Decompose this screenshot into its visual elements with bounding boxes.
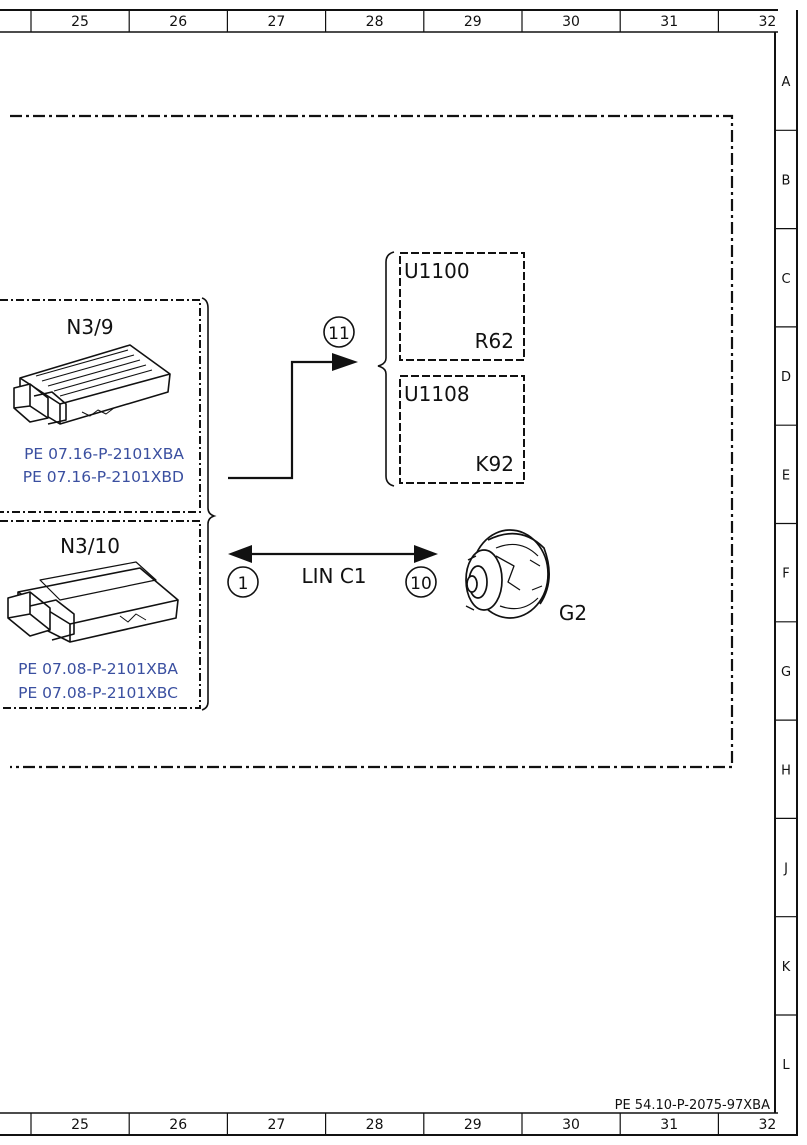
n3-10-label: N3/10 [60,534,120,558]
u1108-label: U1108 [404,382,470,406]
u1100-sub-label: R62 [475,329,514,353]
column-label-top: 26 [169,14,187,30]
column-label-top: 31 [660,14,678,30]
row-label: G [781,665,791,680]
u1100-label: U1100 [404,259,470,283]
connection-11[interactable]: 11 [228,316,358,480]
n3-10-boundary [0,520,201,709]
row-label: C [781,272,790,287]
column-label-top: 29 [464,14,482,30]
connection-11-line [228,360,340,480]
system-boundary [10,114,734,769]
column-label-top: 25 [71,14,89,30]
row-label: L [782,1058,790,1073]
column-label-top: 30 [562,14,580,30]
row-label: A [782,75,791,90]
column-label-bottom: 27 [267,1117,285,1133]
lin-c1-left-arrowhead [228,545,252,563]
column-labels-top: 25 26 27 28 29 30 31 32 [71,14,776,30]
column-label-bottom: 31 [660,1117,678,1133]
n3-9-ref-2[interactable]: PE 07.16-P-2101XBD [23,468,184,486]
lin-c1-right-arrowhead [414,545,438,563]
column-label-top: 28 [366,14,384,30]
u1100-box [399,252,525,361]
column-label-bottom: 28 [366,1117,384,1133]
ecu-icon-n3-10 [7,561,179,643]
ecu-icon-n3-9 [13,344,171,425]
modules-bracket [377,251,395,487]
u1108-box [399,375,525,484]
u1108-sub-label: K92 [475,452,514,476]
connection-11-marker-circle [323,316,355,348]
n3-9-label: N3/9 [66,315,113,339]
row-label: H [781,763,791,778]
n3-9-ref-1[interactable]: PE 07.16-P-2101XBA [24,445,184,463]
component-g2[interactable]: G2 [465,529,587,625]
row-labels: A B C D E F G H J K L [781,75,791,1073]
document-reference: PE 54.10-P-2075-97XBA [615,1098,770,1113]
component-u1100[interactable]: U1100 R62 [399,252,525,361]
row-label: D [781,370,791,385]
n3-10-ref-2[interactable]: PE 07.08-P-2101XBC [18,684,178,702]
component-n3-10[interactable]: N3/10 PE 07.08-P-2101XBA PE 07.08-P-2101… [0,520,201,709]
n3-9-boundary [0,299,201,513]
row-ticks [775,129,797,1016]
column-labels-bottom: 25 26 27 28 29 30 31 32 [71,1117,776,1133]
column-label-bottom: 25 [71,1117,89,1133]
component-n3-9[interactable]: N3/9 PE 07.16-P-2101XBA PE 07.16-P-2101X… [0,299,201,513]
lin-c1-label: LIN C1 [301,564,366,588]
row-label: K [782,960,791,975]
column-label-top: 27 [267,14,285,30]
row-label: F [782,567,789,582]
column-ticks [30,10,720,1135]
control-units-bracket [201,297,217,711]
column-label-bottom: 29 [464,1117,482,1133]
g2-label: G2 [559,601,587,625]
lin-left-marker-circle [227,566,259,598]
column-label-bottom: 32 [758,1117,776,1133]
lin-c1-connection[interactable]: LIN C1 1 10 [227,545,438,598]
connection-11-arrowhead [332,353,358,371]
lin-right-marker: 10 [410,574,432,594]
row-label: B [782,173,791,188]
column-label-bottom: 30 [562,1117,580,1133]
lin-left-marker: 1 [238,574,249,594]
lin-right-marker-circle [405,566,437,598]
connection-11-marker: 11 [328,324,350,344]
column-label-bottom: 26 [169,1117,187,1133]
alternator-icon [465,529,550,619]
column-label-top: 32 [758,14,776,30]
row-label: E [782,468,790,483]
component-u1108[interactable]: U1108 K92 [399,375,525,484]
row-label: J [783,862,788,877]
n3-10-ref-1[interactable]: PE 07.08-P-2101XBA [18,660,178,678]
